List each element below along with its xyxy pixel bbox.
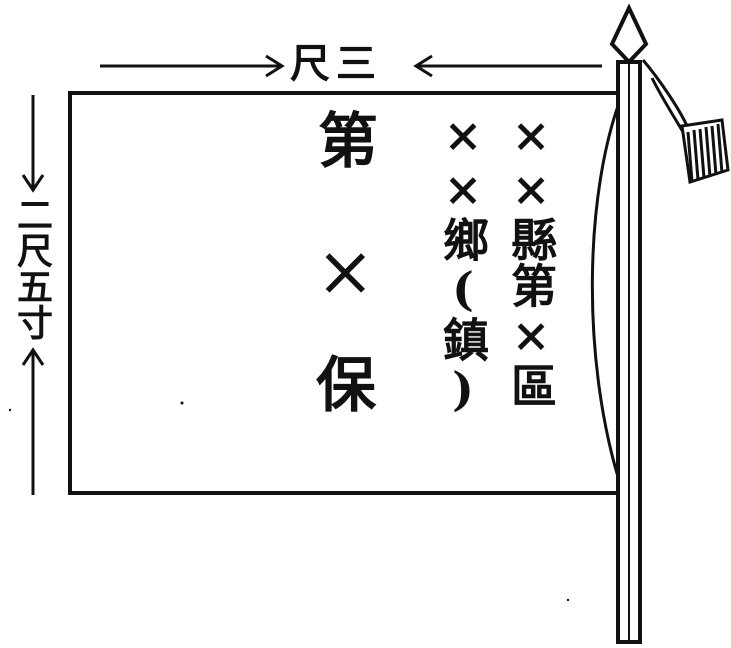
ink-speck <box>566 598 570 602</box>
width-label: 尺三 <box>290 40 382 87</box>
ink-speck <box>180 401 184 405</box>
flag-sleeve-curve <box>590 94 624 491</box>
pole-tassel <box>641 59 730 184</box>
height-dimension-arrows <box>21 95 45 495</box>
center-char-2: × <box>316 230 375 312</box>
height-label: 二尺五寸 <box>11 196 53 340</box>
width-dimension-arrows <box>100 54 602 78</box>
township-town-text: ××鄉(鎮) <box>436 108 490 416</box>
ink-speck <box>8 408 12 412</box>
pole-spear-tip <box>609 3 649 65</box>
center-char-3: 保 <box>316 351 376 421</box>
county-district-text: ××縣第×區 <box>504 108 558 408</box>
flag-pole <box>609 3 649 644</box>
center-char-1: 第 <box>318 107 378 177</box>
